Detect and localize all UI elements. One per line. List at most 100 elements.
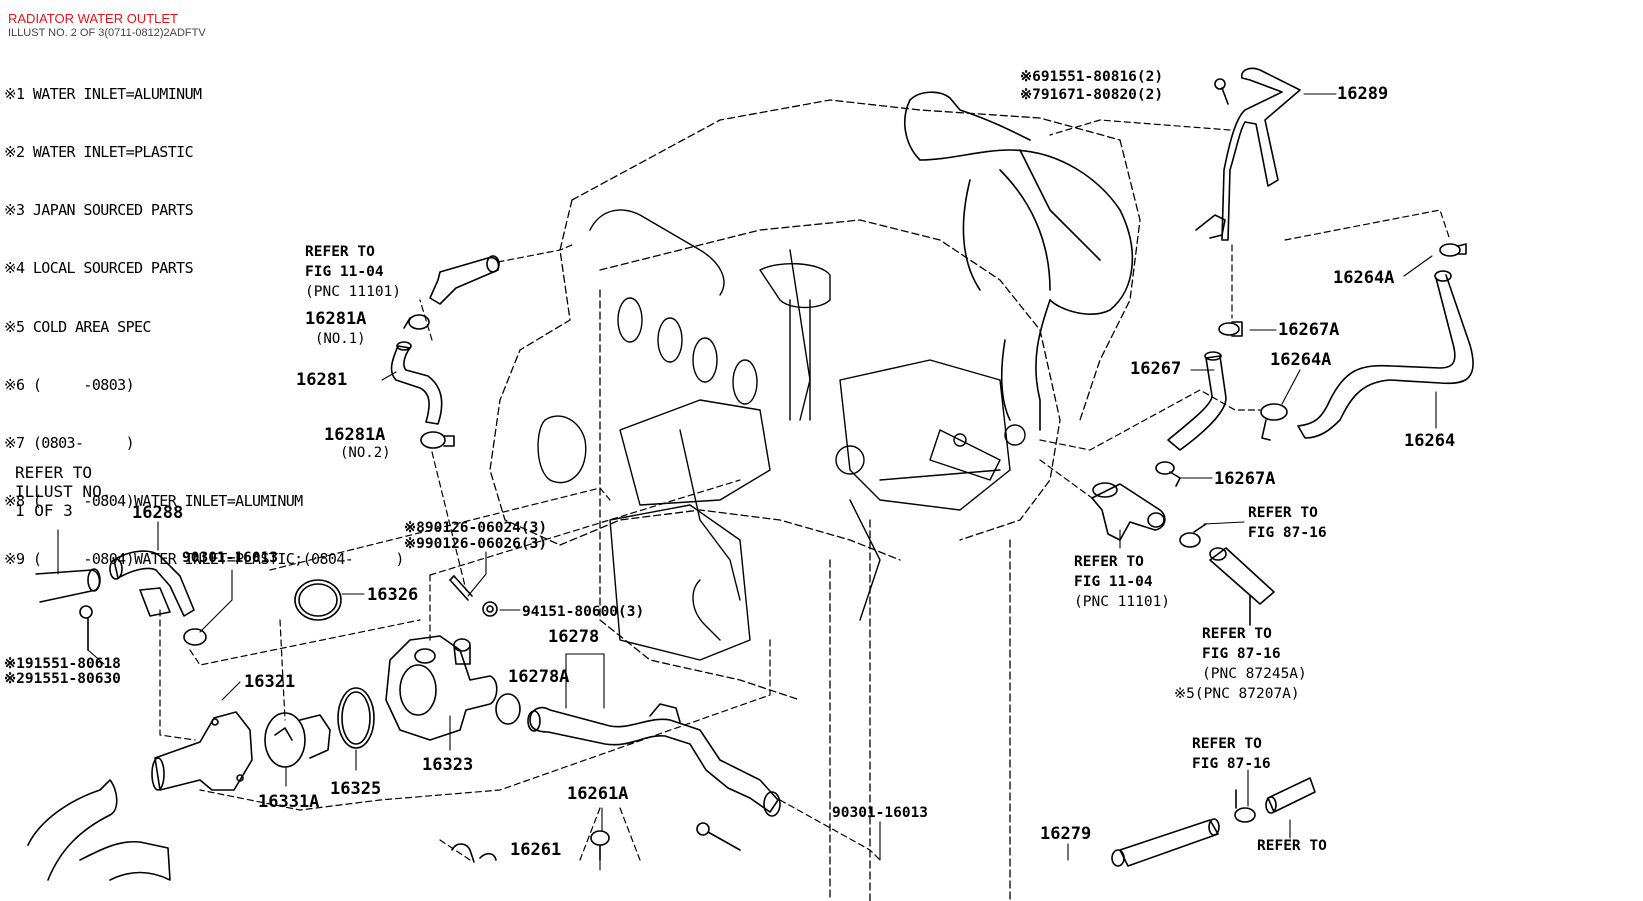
- part-16331a: 16331A: [258, 792, 319, 812]
- note-8: ※8 ( -0804)WATER INLET=ALUMINUM: [4, 492, 303, 511]
- refer-line: REFER TO: [1202, 626, 1272, 642]
- refer-line: REFER TO: [1192, 736, 1262, 752]
- turbo-housing: [904, 91, 1134, 431]
- hose-16267: [1167, 351, 1227, 451]
- refer-line: FIG 11-04: [305, 264, 384, 280]
- inlet-16321: [151, 711, 253, 791]
- refer-line: (PNC 11101): [305, 284, 401, 300]
- refer-fig-87-16-pnc: REFER TO FIG 87-16 (PNC 87245A) ※5(PNC 8…: [1174, 626, 1307, 702]
- housing-16323: [385, 635, 498, 741]
- part-16267a-bottom: 16267A: [1214, 469, 1275, 489]
- header-subtitle: ILLUST NO. 2 OF 3(0711-0812)2ADFTV: [8, 27, 206, 39]
- pipe-16278: [527, 703, 781, 817]
- part-90126-06026: ※990126-06026(3): [404, 536, 547, 552]
- refer-line: ILLUST NO.: [15, 482, 111, 501]
- hose-16261-stub: [451, 843, 497, 863]
- part-90301-16013-left: 90301-16013: [182, 550, 278, 566]
- refer-line: FIG 87-16: [1202, 646, 1281, 662]
- part-16278: 16278: [548, 627, 599, 647]
- part-16289: 16289: [1337, 84, 1388, 104]
- leader-lines-bottom: [439, 799, 881, 861]
- refer-line: ※5(PNC 87207A): [1174, 686, 1300, 702]
- part-16264: 16264: [1404, 431, 1455, 451]
- part-16261a: 16261A: [567, 784, 628, 804]
- clamp-16267a-bottom: [1155, 461, 1181, 487]
- bolt-91551: [79, 605, 93, 651]
- part-16264a-mid: 16264A: [1270, 350, 1331, 370]
- note-3: ※3 JAPAN SOURCED PARTS: [4, 201, 194, 220]
- note-7: ※7 (0803- ): [4, 434, 135, 453]
- hose-illust-1-of-3: [35, 568, 101, 603]
- refer-bottom-right: REFER TO: [1257, 838, 1327, 854]
- o-ring-90301-left: [183, 628, 207, 646]
- label-leaders: [57, 93, 1437, 871]
- notes-legend: ※1 WATER INLET=ALUMINUM ※2 WATER INLET=P…: [4, 46, 404, 589]
- refer-fig-11-04-right: REFER TO FIG 11-04 (PNC 11101): [1074, 554, 1170, 610]
- refer-line: FIG 11-04: [1074, 574, 1153, 590]
- refer-line: FIG 87-16: [1192, 756, 1271, 772]
- part-90301-16013-bottom: 90301-16013: [832, 805, 928, 821]
- part-16281a-no2-sub: (NO.2): [340, 445, 391, 461]
- part-16288: 16288: [132, 503, 183, 523]
- note-2: ※2 WATER INLET=PLASTIC: [4, 143, 194, 162]
- refer-line: REFER TO: [1257, 838, 1327, 854]
- hose-16289: [1195, 67, 1301, 241]
- thermostat-16331a: [264, 712, 331, 768]
- note-5: ※5 COLD AREA SPEC: [4, 317, 151, 336]
- hose-16264: [1297, 270, 1474, 439]
- clamp-refer-87-16: [1179, 523, 1207, 548]
- hose-bottom-right: [1265, 777, 1316, 814]
- engine-block-details: [537, 209, 1026, 661]
- clamp-bottom-right: [1234, 789, 1256, 823]
- part-16321: 16321: [244, 672, 295, 692]
- part-91671-80820: ※791671-80820(2): [1020, 87, 1163, 103]
- leader-lines-left: [419, 244, 573, 591]
- refer-fig-87-16-b: REFER TO FIG 87-16: [1192, 736, 1271, 772]
- hose-16279: [1111, 818, 1220, 867]
- clamp-16264a-top: [1439, 243, 1467, 257]
- part-16267a-top: 16267A: [1278, 320, 1339, 340]
- part-94151-80600: 94151-80600(3): [522, 604, 644, 620]
- part-91551-80816: ※691551-80816(2): [1020, 69, 1163, 85]
- radiator-hose-right: [1209, 547, 1275, 626]
- leader-lines-right: [1039, 119, 1451, 499]
- part-16279: 16279: [1040, 824, 1091, 844]
- engine-block-outline: [489, 99, 1141, 901]
- clamp-16281a-no1: [403, 314, 430, 330]
- hose-lower-left: [27, 779, 171, 881]
- refer-line: REFER TO: [1248, 505, 1318, 521]
- refer-fig-87-16-a: REFER TO FIG 87-16: [1248, 505, 1327, 541]
- hose-16281: [390, 341, 443, 425]
- dashed-frame-left: [159, 479, 771, 811]
- part-91551-80618: ※191551-80618: [4, 656, 121, 672]
- note-1: ※1 WATER INLET=ALUMINUM: [4, 84, 202, 103]
- refer-fig-11-04-top: REFER TO FIG 11-04 (PNC 11101): [305, 244, 401, 300]
- note-6: ※6 ( -0803): [4, 375, 135, 394]
- refer-line: 1 OF 3: [15, 501, 73, 520]
- pipe-16288: [109, 550, 195, 617]
- part-16323: 16323: [422, 755, 473, 775]
- nut-94151: [482, 601, 498, 617]
- refer-line: (PNC 87245A): [1202, 666, 1307, 682]
- note-9: ※9 ( -0804)WATER INLET=PLASTIC;(0804- ): [4, 550, 404, 569]
- refer-top-pipe: [429, 255, 500, 305]
- refer-line: FIG 87-16: [1248, 525, 1327, 541]
- clamp-16281a-no2: [420, 431, 455, 449]
- part-16264a-top: 16264A: [1333, 268, 1394, 288]
- part-16326: 16326: [367, 585, 418, 605]
- part-16281a-no1: 16281A: [305, 309, 366, 329]
- part-16267: 16267: [1130, 359, 1181, 379]
- part-16281a-no1-sub: (NO.1): [315, 331, 366, 347]
- part-16281: 16281: [296, 370, 347, 390]
- part-91551-80630: ※291551-80630: [4, 671, 121, 687]
- refer-line: (PNC 11101): [1074, 594, 1170, 610]
- part-16281a-no2: 16281A: [324, 425, 385, 445]
- part-16325: 16325: [330, 779, 381, 799]
- refer-illust-1-of-3: REFER TO ILLUST NO. 1 OF 3: [15, 463, 111, 520]
- note-4: ※4 LOCAL SOURCED PARTS: [4, 259, 194, 278]
- header-title: RADIATOR WATER OUTLET: [8, 11, 178, 26]
- part-90126-06024: ※890126-06024(3): [404, 520, 547, 536]
- clamp-16264a-mid: [1260, 403, 1288, 441]
- gasket-16326: [294, 579, 342, 621]
